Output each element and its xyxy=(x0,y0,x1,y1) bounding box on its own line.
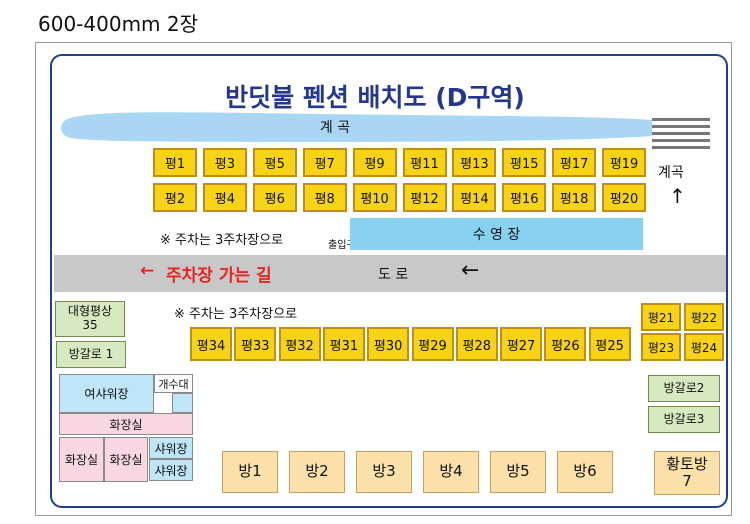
pension-middle-6: 평29 xyxy=(411,327,454,361)
large-platform: 대형평상 35 xyxy=(55,301,125,337)
pension-top-6: 평11 xyxy=(402,148,447,177)
pension-middle-1: 평34 xyxy=(190,327,232,361)
pension-bottom-9: 평18 xyxy=(552,183,597,212)
pension-middle-7: 평28 xyxy=(455,327,498,361)
bungalow-3: 방갈로3 xyxy=(648,406,720,433)
pool: 수 영 장 xyxy=(350,218,643,250)
room-6: 방6 xyxy=(557,451,613,493)
women-shower: 여샤워장 xyxy=(59,374,154,413)
outer-frame xyxy=(35,42,732,516)
room-4: 방4 xyxy=(423,451,479,493)
pension-top-4: 평7 xyxy=(302,148,347,177)
pension-top-1: 평1 xyxy=(153,148,197,177)
shower-a: 샤워장 xyxy=(149,437,193,459)
pension-right-2: 평22 xyxy=(684,303,724,331)
pension-right-4: 평24 xyxy=(684,333,724,361)
map-frame xyxy=(50,54,728,508)
bridge-stripes xyxy=(652,116,710,150)
road-right-arrow-icon: ← xyxy=(461,258,480,283)
pension-middle-9: 평26 xyxy=(544,327,587,361)
entrance-label: 출입구 xyxy=(328,240,356,251)
road-label: 도 로 xyxy=(378,267,409,283)
parking-note-mid: ※ 주차는 3주차장으로 xyxy=(174,307,298,322)
parking-direction-text: 주차장 가는 길 xyxy=(166,266,272,286)
map-title: 반딧불 펜션 배치도 (D구역) xyxy=(225,83,525,112)
shower-b: 샤워장 xyxy=(149,459,193,481)
stream-label: 계 곡 xyxy=(319,120,351,136)
sink: 개수대 xyxy=(154,374,193,393)
restroom-a: 화장실 xyxy=(59,437,104,482)
stream-side-label: 계곡 xyxy=(658,165,684,181)
clay-room: 황토방 7 xyxy=(654,451,720,495)
pension-top-5: 평9 xyxy=(352,148,397,177)
pension-bottom-3: 평6 xyxy=(252,183,297,212)
pension-bottom-8: 평16 xyxy=(502,183,547,212)
pension-top-2: 평3 xyxy=(202,148,247,177)
pension-middle-2: 평33 xyxy=(234,327,277,361)
pension-top-3: 평5 xyxy=(252,148,297,177)
pension-bottom-4: 평8 xyxy=(302,183,347,212)
stream-shape xyxy=(61,112,652,142)
pension-bottom-1: 평2 xyxy=(153,183,197,212)
restroom-main: 화장실 xyxy=(59,413,193,435)
room-3: 방3 xyxy=(356,451,412,493)
bungalow-1: 방갈로 1 xyxy=(56,341,126,368)
room-2: 방2 xyxy=(289,451,345,493)
bungalow-2: 방갈로2 xyxy=(648,375,720,402)
pension-right-3: 평23 xyxy=(641,333,681,361)
room-1: 방1 xyxy=(222,451,278,493)
pension-top-8: 평15 xyxy=(502,148,547,177)
women-shower-ext xyxy=(172,393,193,413)
road-left-arrow-icon: ← xyxy=(140,261,155,281)
parking-note-top: ※ 주차는 3주차장으로 xyxy=(160,233,284,248)
room-5: 방5 xyxy=(490,451,546,493)
pension-middle-4: 평31 xyxy=(322,327,365,361)
pension-bottom-7: 평14 xyxy=(452,183,497,212)
pension-top-7: 평13 xyxy=(452,148,497,177)
up-arrow-icon: ↑ xyxy=(669,184,686,208)
pension-bottom-6: 평12 xyxy=(402,183,447,212)
pension-middle-5: 평30 xyxy=(367,327,410,361)
pension-middle-3: 평32 xyxy=(278,327,321,361)
pension-bottom-5: 평10 xyxy=(352,183,397,212)
pension-top-10: 평19 xyxy=(602,148,647,177)
pension-middle-10: 평25 xyxy=(588,327,631,361)
caption: 600-400mm 2장 xyxy=(38,12,199,36)
pension-bottom-2: 평4 xyxy=(202,183,247,212)
road xyxy=(54,255,726,292)
pension-bottom-10: 평20 xyxy=(602,183,647,212)
pension-middle-8: 평27 xyxy=(500,327,543,361)
pension-right-1: 평21 xyxy=(641,303,681,331)
restroom-b: 화장실 xyxy=(104,437,148,482)
pension-top-9: 평17 xyxy=(552,148,597,177)
